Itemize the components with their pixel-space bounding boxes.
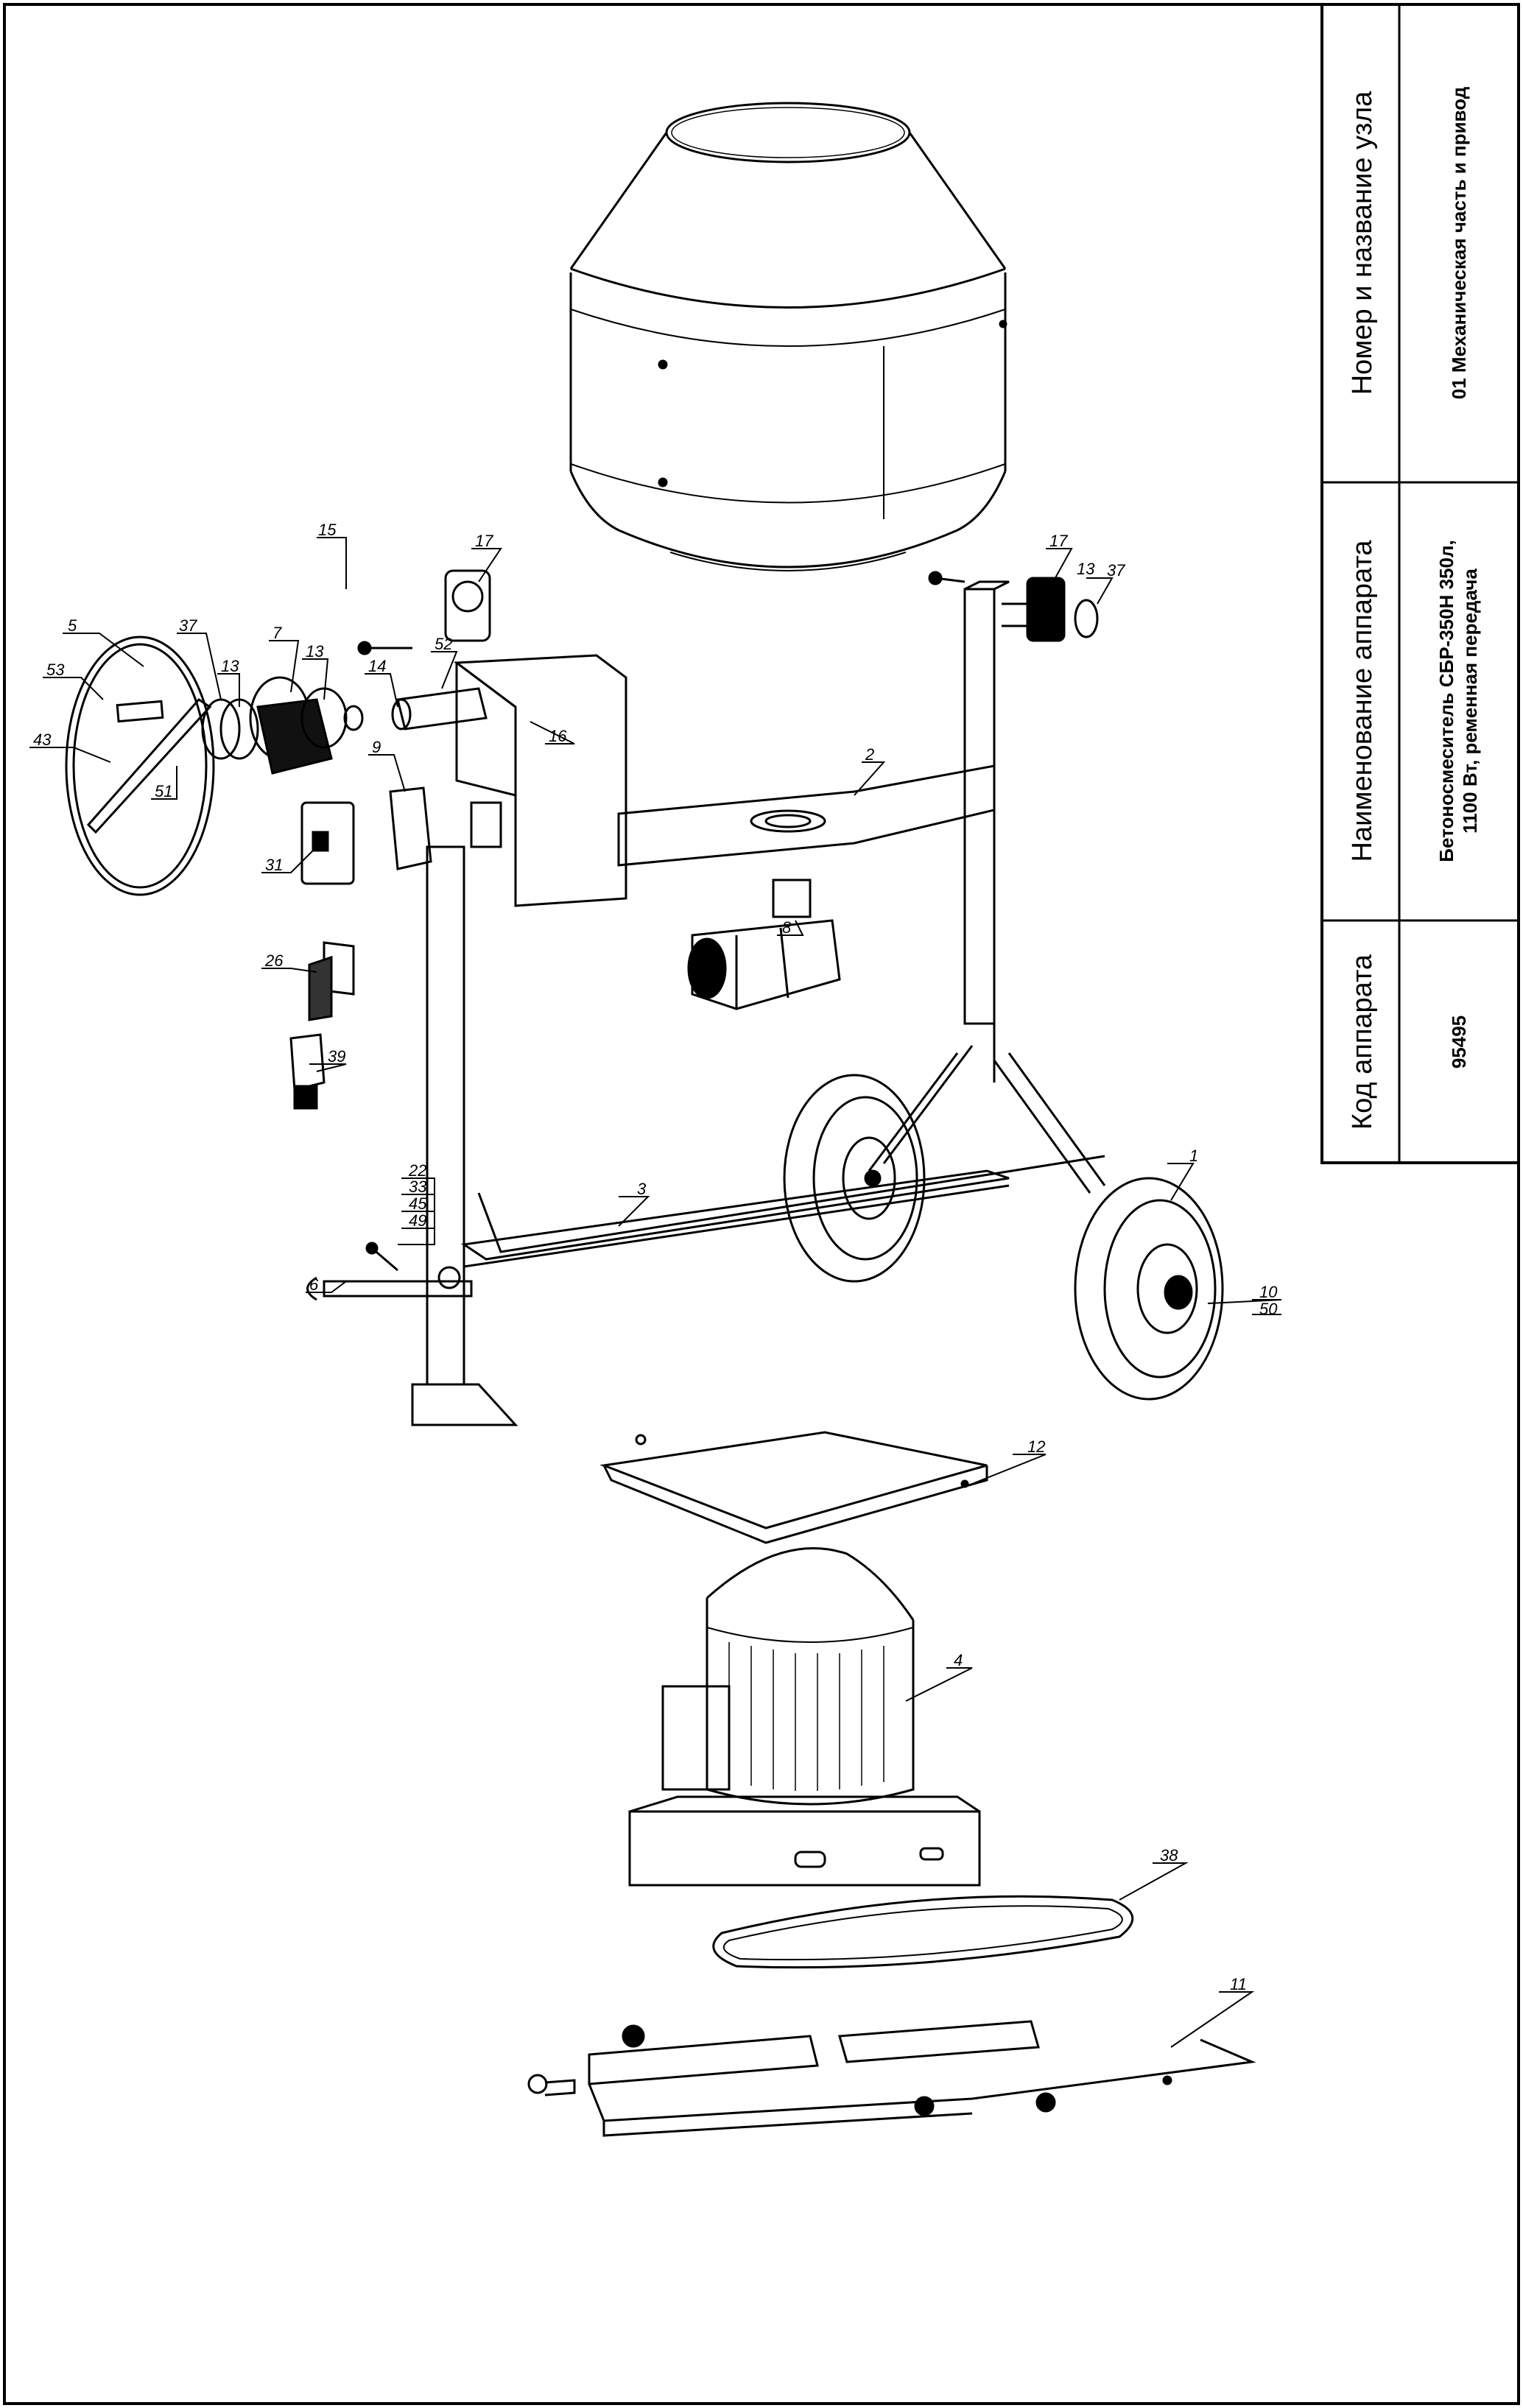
name-header: Наименование аппарата: [1347, 540, 1378, 862]
callout-43: 43: [33, 731, 52, 749]
callout-13-right: 13: [1077, 560, 1095, 578]
callout-45: 45: [409, 1194, 427, 1213]
code-value: 95495: [1448, 1015, 1470, 1069]
callout-10: 10: [1259, 1283, 1278, 1301]
callout-17-left: 17: [475, 532, 493, 550]
guard-plate: [599, 1431, 988, 1544]
wheel-front: [1074, 1177, 1224, 1401]
mixer-drum: [569, 102, 1007, 571]
callout-7: 7: [272, 624, 282, 642]
bolt-set-hitch: [365, 1242, 398, 1272]
motor-mount-plate: [527, 2020, 1256, 2137]
callout-50: 50: [1259, 1300, 1278, 1318]
name-value-line2: 1100 Вт, ременная передача: [1459, 568, 1481, 834]
control-box-housing: [453, 654, 627, 907]
callout-14: 14: [368, 657, 386, 675]
plug-socket: [308, 941, 355, 1021]
callout-3: 3: [637, 1180, 647, 1198]
mixer-frame: [306, 580, 1106, 1426]
callout-53: 53: [46, 661, 65, 679]
bolt-top-left: [357, 641, 412, 655]
bearing-block-left: [444, 569, 491, 642]
callout-33: 33: [409, 1177, 427, 1196]
callout-15: 15: [318, 521, 337, 539]
callout-5: 5: [68, 616, 77, 635]
callout-8: 8: [782, 918, 792, 937]
power-plug: [289, 1033, 326, 1110]
node-header: Номер и название узла: [1347, 91, 1378, 395]
callout-37-right: 37: [1107, 561, 1125, 580]
node-value: 01 Механическая часть и привод: [1448, 86, 1470, 399]
gearbox-assembly: [687, 879, 841, 1010]
callout-13-b: 13: [306, 642, 324, 661]
callout-2: 2: [865, 745, 874, 764]
leader-lines: [29, 537, 1282, 2048]
callout-39: 39: [328, 1047, 345, 1066]
callout-6: 6: [309, 1275, 319, 1294]
callout-31: 31: [265, 856, 283, 874]
drive-shaft: [343, 687, 488, 731]
callout-26: 26: [264, 951, 284, 970]
pulley-assembly: [201, 676, 348, 775]
callout-52: 52: [435, 635, 452, 653]
callout-9: 9: [372, 738, 381, 756]
callout-11: 11: [1230, 1975, 1247, 1993]
callout-labels: 15 17 17 13 37 5 37 7 52 53 13 13 14 16 …: [33, 521, 1278, 1993]
bolt-top-right: [928, 571, 965, 585]
callout-4: 4: [954, 1651, 963, 1669]
callout-13-a: 13: [221, 657, 239, 675]
callout-49: 49: [409, 1211, 426, 1230]
title-block: Код аппарата 95495 Наименование аппарата…: [1320, 3, 1520, 1164]
electric-motor: [628, 1547, 981, 1887]
callout-17-right: 17: [1049, 532, 1068, 550]
callout-1: 1: [1189, 1147, 1198, 1165]
sheet-border: [3, 3, 1520, 2405]
callout-22: 22: [408, 1161, 426, 1180]
callout-12: 12: [1027, 1437, 1045, 1456]
callout-51: 51: [155, 782, 172, 800]
callout-37-left: 37: [179, 616, 197, 635]
callout-38: 38: [1160, 1846, 1178, 1865]
code-header: Код аппарата: [1347, 954, 1378, 1130]
callout-16: 16: [549, 727, 567, 745]
name-value-line1: Бетоносмеситель СБР-350Н 350л,: [1435, 540, 1457, 862]
bracket-plate: [389, 786, 432, 870]
drive-belt: [712, 1895, 1134, 1969]
bearing-block-right: [1002, 577, 1099, 642]
power-switch: [300, 801, 355, 885]
handwheel: [65, 636, 215, 896]
wheel-rear: [783, 1074, 926, 1283]
